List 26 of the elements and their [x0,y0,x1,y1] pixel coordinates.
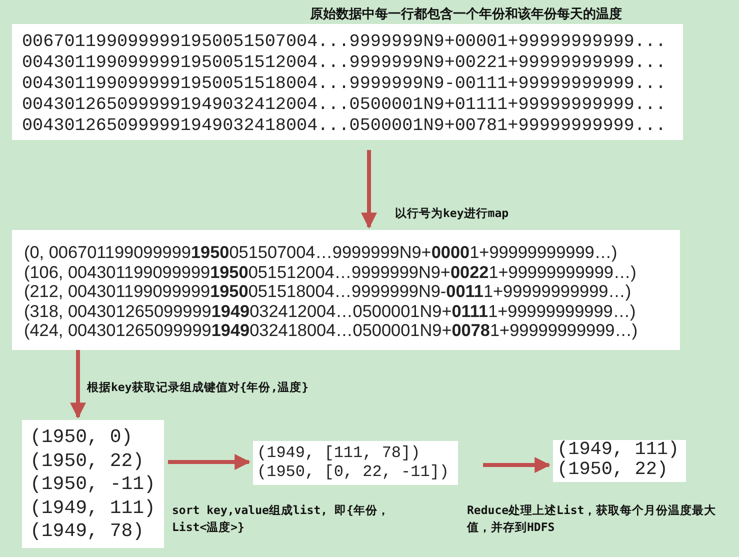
data-row: (1950, -11) [30,473,156,496]
edge-label: 以行号为key进行map [395,205,509,222]
data-row-text: 0043011990999991950051518004...9999999N9-00111+99999999999... [22,74,668,95]
arrow [361,150,377,229]
data-row-text: (1949, 111) [557,440,680,460]
data-row-text: (1950, 22) [557,460,670,480]
data-row-text: (212, 0043011990999991950051518004…9999999N9-00111+99999999999…) [24,282,632,302]
data-row-text: (1950, [0, 22, -11]) [257,463,450,482]
data-row: (1949, 111) [30,496,156,520]
arrow [483,457,551,473]
arrow [70,350,86,419]
data-row-text: (1950, 0) [30,426,134,450]
data-row-text: (0, 0067011990999991950051507004…9999999N9+00001+99999999999…) [24,243,618,262]
data-row-text: 0043012650999991949032418004...0500001N9+00781+99999999999... [22,116,668,137]
data-row-text: (424, 0043012650999991949032418004…0500001N9+00781+99999999999…) [24,321,639,340]
data-row-text: (1949, 78) [30,520,146,544]
data-row-text: (1949, [111, 78]) [257,444,422,463]
heading: 原始数据中每一行都包含一个年份和该年份每天的温度 [310,6,622,23]
data-row-text: (1950, 22) [30,450,146,473]
data-row-text: 0043012650999991949032412004...0500001N9+01111+99999999999... [22,95,668,116]
edge-label: 根据key获取记录组成键值对{年份,温度} [87,379,309,396]
data-row-text: 0067011990999991950051507004...9999999N9+00001+99999999999... [22,32,668,53]
data-row-text: 0043011990999991950051512004...9999999N9+00221+99999999999... [22,53,668,74]
data-row-text: (318, 0043012650999991949032412004…0500001N9+01111+99999999999…) [24,302,637,321]
arrow [168,454,251,470]
data-row-text: (106, 0043011990999991950051512004…9999999N9+00221+99999999999…) [24,262,638,282]
